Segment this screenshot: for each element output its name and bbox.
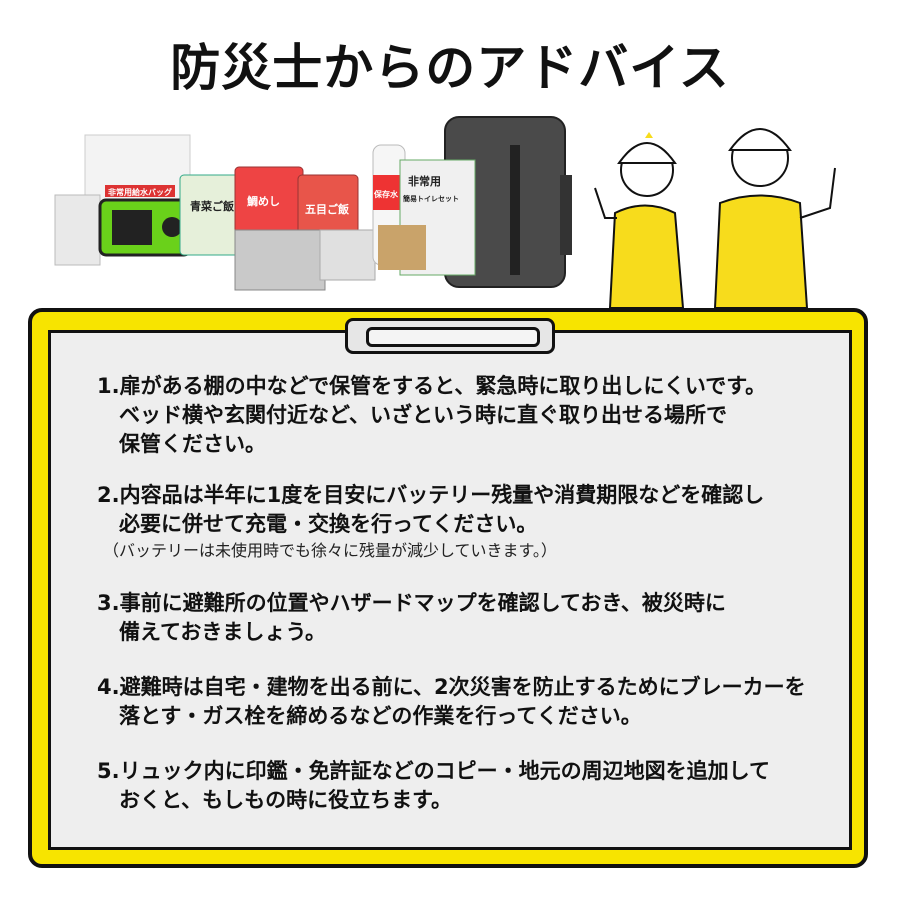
tip-1-line-1: 1.扉がある棚の中などで保管をすると、緊急時に取り出しにくいです。 — [97, 374, 767, 398]
bag-label: 非常用給水バッグ — [108, 187, 172, 197]
radio-light — [98, 198, 192, 257]
disaster-advisors-illustration — [594, 128, 836, 308]
blanket-pack — [319, 229, 376, 281]
tip-3-line-2: 備えておきましょう。 — [119, 620, 327, 644]
tip-2-line-2: 必要に併せて充電・交換を行ってください。 — [119, 512, 538, 536]
tip-4-line-1: 4.避難時は自宅・建物を出る前に、2次災害を防止するためにブレーカーを — [97, 675, 806, 699]
tip-4-line-2: 落とす・ガス栓を締めるなどの作業を行ってください。 — [119, 704, 642, 728]
tip-5: 5.リュック内に印鑑・免許証などのコピー・地元の周辺地図を追加して おくと、もし… — [97, 757, 827, 815]
water-label: 保存水 — [373, 189, 399, 199]
food-label-1: 青菜ご飯 — [190, 199, 234, 213]
tip-1-line-3: 保管ください。 — [119, 432, 266, 456]
advice-list: 1.扉がある棚の中などで保管をすると、緊急時に取り出しにくいです。 ベッド横や玄… — [97, 372, 827, 815]
tip-2-line-1: 2.内容品は半年に1度を目安にバッテリー残量や消費期限などを確認し — [97, 483, 765, 507]
foil-pack — [234, 229, 326, 291]
food-label-3: 五目ご飯 — [305, 202, 349, 216]
man-figure — [713, 128, 836, 308]
toilet-label: 非常用 — [408, 174, 441, 188]
toilet-kit: 非常用 簡易トイレセット — [378, 159, 476, 276]
toilet-sub: 簡易トイレセット — [402, 194, 459, 203]
tip-2-note: （バッテリーは未使用時でも徐々に残量が減少していきます。） — [103, 541, 557, 560]
tip-2: 2.内容品は半年に1度を目安にバッテリー残量や消費期限などを確認し 必要に併せて… — [97, 481, 827, 563]
tip-5-line-2: おくと、もしもの時に役立ちます。 — [119, 788, 453, 812]
tip-5-line-1: 5.リュック内に印鑑・免許証などのコピー・地元の周辺地図を追加して — [97, 759, 770, 783]
woman-figure — [594, 132, 685, 308]
advice-panel — [48, 330, 852, 850]
tip-1-line-2: ベッド横や玄関付近など、いざという時に直ぐ取り出せる場所で — [119, 403, 727, 427]
cable-pack — [54, 194, 101, 266]
tip-3-line-1: 3.事前に避難所の位置やハザードマップを確認しておき、被災時に — [97, 591, 726, 615]
product-photo: 非常用給水バッグ 青菜ご飯 鯛めし 五目ご飯 保存水 非常用 簡易トイレセット — [54, 116, 572, 291]
clipboard-clip — [345, 318, 555, 354]
food-label-2: 鯛めし — [247, 194, 280, 208]
page-title: 防災士からのアドバイス — [170, 39, 730, 97]
tip-3: 3.事前に避難所の位置やハザードマップを確認しておき、被災時に 備えておきましょ… — [97, 589, 827, 647]
tip-1: 1.扉がある棚の中などで保管をすると、緊急時に取り出しにくいです。 ベッド横や玄… — [97, 372, 827, 459]
tip-4: 4.避難時は自宅・建物を出る前に、2次災害を防止するためにブレーカーを 落とす・… — [97, 673, 827, 731]
